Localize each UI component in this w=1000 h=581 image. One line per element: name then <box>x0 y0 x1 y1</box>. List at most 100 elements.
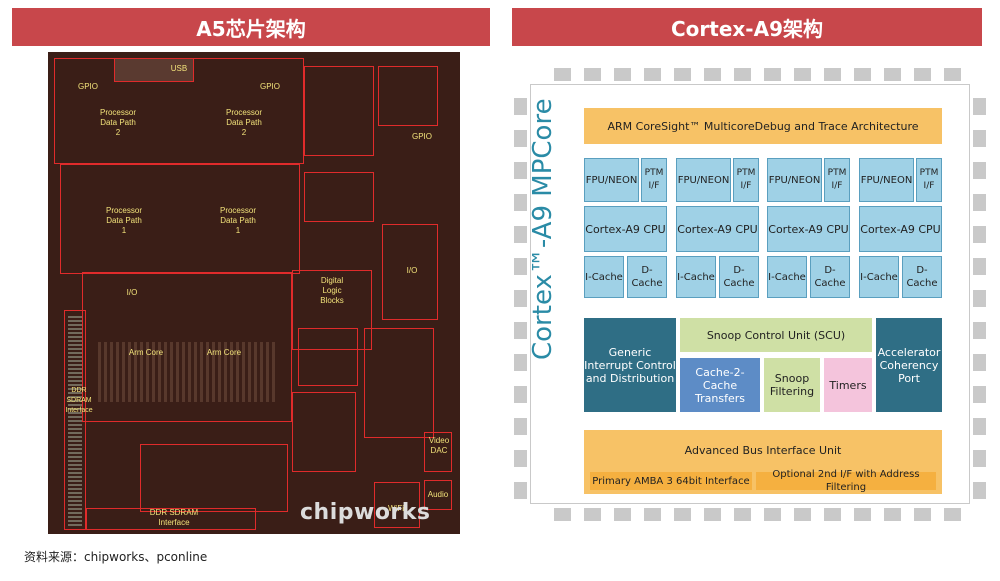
ddr-side-label: DDR SDRAM Interface <box>65 387 93 414</box>
chip-pin <box>824 68 841 81</box>
die-block-audio <box>424 480 452 510</box>
chip-pin <box>514 418 527 435</box>
core-cortex-a9-cpu: Cortex-A9 CPU <box>676 206 759 252</box>
scu-bar: Snoop Control Unit (SCU) <box>680 318 872 352</box>
chip-pin <box>614 508 631 521</box>
coresight-bar: ARM CoreSight™ MulticoreDebug and Trace … <box>584 108 942 144</box>
chipworks-watermark: chipworks <box>300 500 431 525</box>
arm-core-label-2: Arm Core <box>206 348 242 357</box>
gic-box: Generic Interrupt Control and Distributi… <box>584 318 676 412</box>
chip-pin <box>854 508 871 521</box>
chip-pin <box>734 68 751 81</box>
chip-pin <box>514 290 527 307</box>
chip-pin <box>973 418 986 435</box>
chip-pin <box>944 68 961 81</box>
chip-pin <box>973 258 986 275</box>
snoop-filtering-box: Snoop Filtering <box>764 358 820 412</box>
gpio-label-1: GPIO <box>77 82 98 91</box>
die-block-lower-right <box>364 328 434 438</box>
timers-box: Timers <box>824 358 872 412</box>
core-cortex-a9-cpu: Cortex-A9 CPU <box>584 206 667 252</box>
chip-pin <box>884 508 901 521</box>
die-block-right-mid <box>304 172 374 222</box>
chip-pin <box>973 322 986 339</box>
chip-pin <box>514 130 527 147</box>
chip-pin <box>973 226 986 243</box>
gpio-label-2: GPIO <box>259 82 280 91</box>
core-fpu-neon: FPU/NEON <box>584 158 639 202</box>
source-note: 资料来源：chipworks、pconline <box>24 550 208 564</box>
die-block-pdp1 <box>60 164 300 274</box>
core-cortex-a9-cpu: Cortex-A9 CPU <box>767 206 850 252</box>
audio-label: Audio <box>427 490 449 499</box>
mpcore-vertical-title: Cortex™-A9 MPCore <box>528 98 558 360</box>
chip-pin <box>514 354 527 371</box>
chip-pin <box>674 508 691 521</box>
acp-box: Accelerator Coherency Port <box>876 318 942 412</box>
wifi-label: WiFi <box>388 504 404 513</box>
arm-core-texture <box>98 342 278 402</box>
core-fpu-neon: FPU/NEON <box>676 158 731 202</box>
die-block-digital-logic <box>292 270 372 350</box>
chip-pin <box>914 68 931 81</box>
die-block-ddr-bottom <box>86 508 256 530</box>
chip-pin <box>973 386 986 403</box>
pdp1-label-b: Processor Data Path 1 <box>219 206 256 235</box>
chip-pin <box>764 508 781 521</box>
die-block-wifi <box>374 482 420 528</box>
chip-pin <box>944 508 961 521</box>
io-label-1: I/O <box>126 288 138 297</box>
io-label-2: I/O <box>406 266 418 275</box>
core-cortex-a9-cpu: Cortex-A9 CPU <box>859 206 942 252</box>
ddr-side-texture <box>68 314 82 526</box>
chip-pin <box>584 68 601 81</box>
core-icache: I-Cache <box>584 256 624 298</box>
chip-pin <box>824 508 841 521</box>
chip-pin <box>854 68 871 81</box>
pdp1-label-a: Processor Data Path 1 <box>105 206 142 235</box>
chip-pin <box>554 508 571 521</box>
die-block-video-dac <box>424 432 452 472</box>
cortex-a9-architecture-title: Cortex-A9架构 <box>512 8 982 46</box>
chip-pin <box>584 508 601 521</box>
chip-pin <box>614 68 631 81</box>
chip-pin <box>764 68 781 81</box>
core-icache: I-Cache <box>767 256 807 298</box>
chip-pin <box>973 290 986 307</box>
cache-2-cache-box: Cache-2-Cache Transfers <box>680 358 760 412</box>
chip-pin <box>514 482 527 499</box>
die-block-bottom-mid <box>140 444 288 512</box>
core-icache: I-Cache <box>676 256 716 298</box>
pdp2-label-a: Processor Data Path 2 <box>99 108 136 137</box>
pdp2-label-b: Processor Data Path 2 <box>225 108 262 137</box>
chip-pin <box>973 130 986 147</box>
a5-architecture-title: A5芯片架构 <box>12 8 490 46</box>
core-fpu-neon: FPU/NEON <box>859 158 914 202</box>
core-dcache: D-Cache <box>719 256 759 298</box>
die-block-ddr-side <box>64 310 86 530</box>
digital-logic-label: Digital Logic Blocks <box>320 276 344 305</box>
chip-pin <box>973 98 986 115</box>
core-dcache: D-Cache <box>810 256 850 298</box>
chip-pin <box>973 162 986 179</box>
die-block-lower-center <box>298 328 358 386</box>
video-dac-label: Video DAC <box>428 436 450 455</box>
core-ptm-if: PTM I/F <box>916 158 942 202</box>
chip-pin <box>704 68 721 81</box>
chip-pin <box>644 508 661 521</box>
chip-pin <box>674 68 691 81</box>
die-block-io-right <box>382 224 438 320</box>
chip-pin <box>734 508 751 521</box>
core-icache: I-Cache <box>859 256 899 298</box>
a5-die-photo: USB GPIO GPIO GPIO Processor Data Path 2… <box>48 52 460 534</box>
die-block-usb <box>114 58 194 82</box>
core-ptm-if: PTM I/F <box>641 158 667 202</box>
usb-label: USB <box>170 64 188 73</box>
die-block-bottom-right <box>292 392 356 472</box>
chip-pin <box>514 322 527 339</box>
chip-pin <box>973 354 986 371</box>
chip-pin <box>973 482 986 499</box>
ddr-bottom-label: DDR SDRAM Interface <box>149 508 199 527</box>
chip-pin <box>973 450 986 467</box>
die-block-arm-core <box>82 272 292 422</box>
